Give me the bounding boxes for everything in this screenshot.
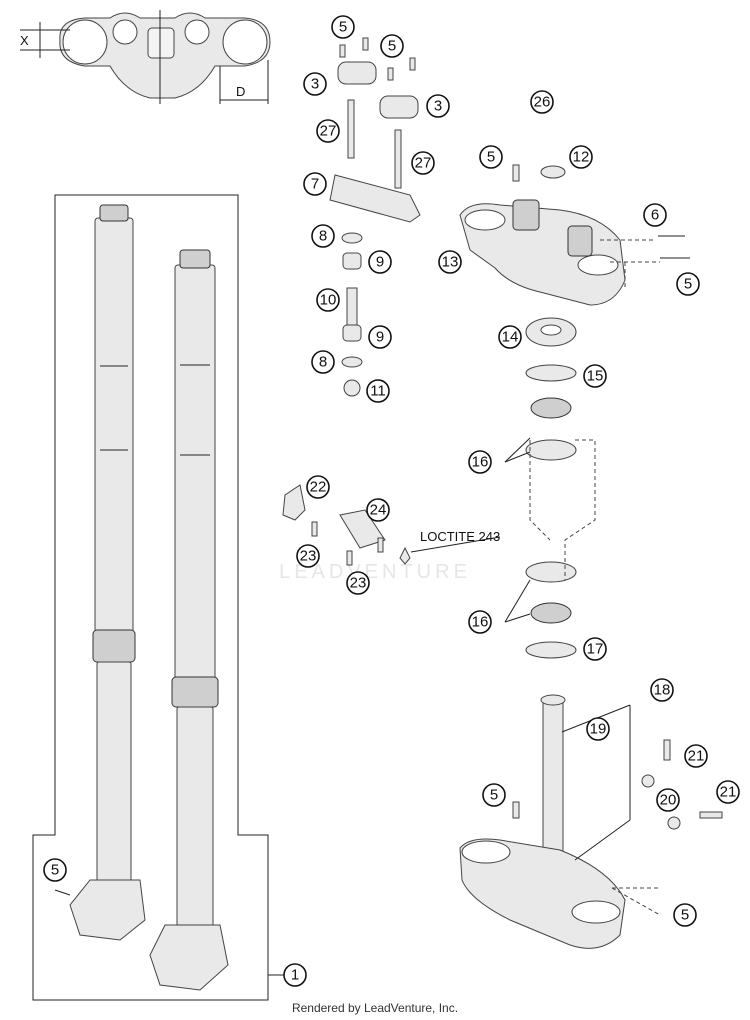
svg-text:20: 20 [660,792,677,809]
callout-12: 12 [569,145,593,169]
watermark: LEADVENTURE [279,561,471,583]
triple-clamp-top-view [20,10,271,104]
fork-leg-right [149,249,229,991]
svg-text:27: 27 [415,155,432,172]
svg-text:24: 24 [370,502,387,519]
callout-16-b: 16 [468,610,492,634]
callout-15: 15 [583,364,607,388]
callout-16-a: 16 [468,450,492,474]
svg-text:21: 21 [688,748,705,765]
steering-bearings [504,317,596,659]
svg-text:9: 9 [376,329,384,346]
callout-21-b: 21 [716,780,740,804]
callout-27-a: 27 [316,119,340,143]
callout-14: 14 [498,325,522,349]
svg-text:10: 10 [320,292,337,309]
svg-text:8: 8 [319,354,327,371]
svg-text:5: 5 [339,19,347,36]
svg-text:7: 7 [311,176,319,193]
svg-text:11: 11 [370,383,386,400]
callout-20: 20 [656,788,680,812]
callout-10: 10 [316,288,340,312]
callout-5-b: 5 [380,34,404,58]
svg-text:15: 15 [587,368,604,385]
callout-23-b: 23 [346,571,370,595]
callout-5-e: 5 [482,783,506,807]
callout-13: 13 [438,250,462,274]
callout-6: 6 [643,203,667,227]
callout-5-f: 5 [673,903,697,927]
svg-text:22: 22 [310,479,327,496]
svg-text:5: 5 [681,907,689,924]
callout-5-d: 5 [676,272,700,296]
svg-text:5: 5 [490,787,498,804]
loctite-note: LOCTITE 243 [420,529,500,544]
svg-text:5: 5 [51,862,59,879]
callout-8-a: 8 [311,224,335,248]
svg-text:16: 16 [472,454,489,471]
callout-17: 17 [583,637,607,661]
handlebar-mount-parts [329,37,421,397]
svg-text:3: 3 [311,76,319,93]
svg-text:8: 8 [319,228,327,245]
dimension-d-label: D [236,84,245,99]
svg-text:5: 5 [388,38,396,55]
callout-8-b: 8 [311,350,335,374]
callout-22: 22 [306,475,330,499]
callout-5-g: 5 [43,858,67,882]
svg-text:17: 17 [587,641,604,658]
svg-text:5: 5 [684,276,692,293]
lower-triple-clamp [459,694,723,949]
callout-3-b: 3 [426,94,450,118]
dimension-x-label: X [20,33,29,48]
callout-21-a: 21 [684,744,708,768]
callout-9-b: 9 [368,325,392,349]
callout-5-a: 5 [331,15,355,39]
svg-text:23: 23 [350,575,367,592]
svg-text:18: 18 [654,682,671,699]
callout-3-a: 3 [303,72,327,96]
svg-text:26: 26 [534,94,551,111]
svg-text:3: 3 [434,98,442,115]
cable-guide-parts [282,484,501,566]
svg-text:6: 6 [651,207,659,224]
callout-11: 11 [366,379,390,403]
callout-23-a: 23 [296,544,320,568]
callout-1: 1 [283,963,307,987]
svg-text:5: 5 [487,149,495,166]
svg-text:21: 21 [720,784,737,801]
svg-text:27: 27 [320,123,337,140]
svg-text:16: 16 [472,614,489,631]
footer-credit: Rendered by LeadVenture, Inc. [292,1001,458,1015]
callout-18: 18 [650,678,674,702]
callout-5-c: 5 [479,145,503,169]
callout-9-a: 9 [368,250,392,274]
callout-7: 7 [303,172,327,196]
upper-triple-clamp [459,164,690,306]
callout-19: 19 [586,717,610,741]
svg-text:14: 14 [502,329,519,346]
svg-text:13: 13 [442,254,459,271]
svg-text:9: 9 [376,254,384,271]
svg-text:12: 12 [573,149,590,166]
svg-text:23: 23 [300,548,317,565]
fork-leg-left [69,204,146,941]
callout-24: 24 [366,498,390,522]
svg-text:1: 1 [291,967,299,984]
fork-assembly-outline [32,194,269,1001]
callout-27-b: 27 [411,151,435,175]
callout-26: 26 [530,90,554,114]
svg-text:19: 19 [590,721,607,738]
